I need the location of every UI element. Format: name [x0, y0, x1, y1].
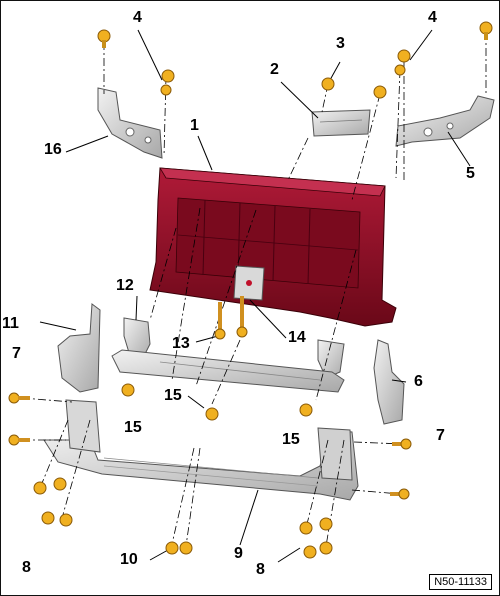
- nut-icon: [165, 541, 193, 555]
- left-upper-bracket: [97, 87, 163, 159]
- right-upper-bracket: [395, 95, 495, 147]
- nut-icon: [299, 403, 313, 417]
- bolt-icon: [394, 49, 411, 76]
- callout-9: 9: [234, 545, 243, 562]
- air-guide-top: [311, 109, 371, 137]
- callout-10: 10: [120, 551, 138, 568]
- callout-3: 3: [336, 35, 345, 52]
- bolt-icon: [97, 29, 111, 48]
- callout-15-right: 15: [282, 431, 300, 448]
- fasteners: [8, 21, 493, 559]
- left-air-guide: [57, 303, 101, 393]
- callout-12: 12: [116, 277, 134, 294]
- nut-icon: [33, 477, 73, 527]
- lock-carrier: [149, 167, 397, 327]
- callout-8-right: 8: [256, 561, 265, 578]
- drawing-reference: N50-11133: [429, 574, 492, 590]
- assembly-lines: [21, 32, 487, 547]
- callout-2: 2: [270, 61, 279, 78]
- nut-icon: [321, 77, 335, 91]
- callout-4-right: 4: [428, 9, 437, 26]
- callout-4-left: 4: [133, 9, 142, 26]
- callout-14: 14: [288, 329, 306, 346]
- callout-7-right: 7: [436, 427, 445, 444]
- callout-8-left: 8: [22, 559, 31, 576]
- nut-icon: [121, 383, 135, 397]
- bolt-icon: [8, 392, 30, 404]
- bolt-icon: [214, 302, 226, 340]
- right-air-guide: [373, 339, 405, 425]
- callout-11: 11: [2, 315, 19, 332]
- callout-13: 13: [172, 335, 190, 352]
- leader-lines: [39, 29, 471, 563]
- callout-1: 1: [190, 117, 199, 134]
- callout-5: 5: [466, 165, 475, 182]
- callout-15-mid: 15: [164, 387, 182, 404]
- nut-icon: [299, 517, 333, 559]
- bolt-icon: [160, 69, 175, 96]
- callout-15-left: 15: [124, 419, 142, 436]
- callout-6: 6: [414, 373, 423, 390]
- right-crash-box: [317, 427, 353, 481]
- bolt-icon: [479, 21, 493, 40]
- bumper-cross-member: [43, 399, 359, 501]
- nut-icon: [205, 407, 219, 421]
- callout-7-left: 7: [12, 345, 21, 362]
- bolt-icon: [8, 434, 30, 446]
- left-crash-box: [65, 399, 101, 453]
- bolt-icon: [236, 296, 248, 338]
- bolt-icon: [390, 488, 410, 500]
- bolt-icon: [392, 438, 412, 450]
- lower-cross-member: [111, 349, 345, 393]
- callout-16: 16: [44, 141, 62, 158]
- nut-icon: [373, 85, 387, 99]
